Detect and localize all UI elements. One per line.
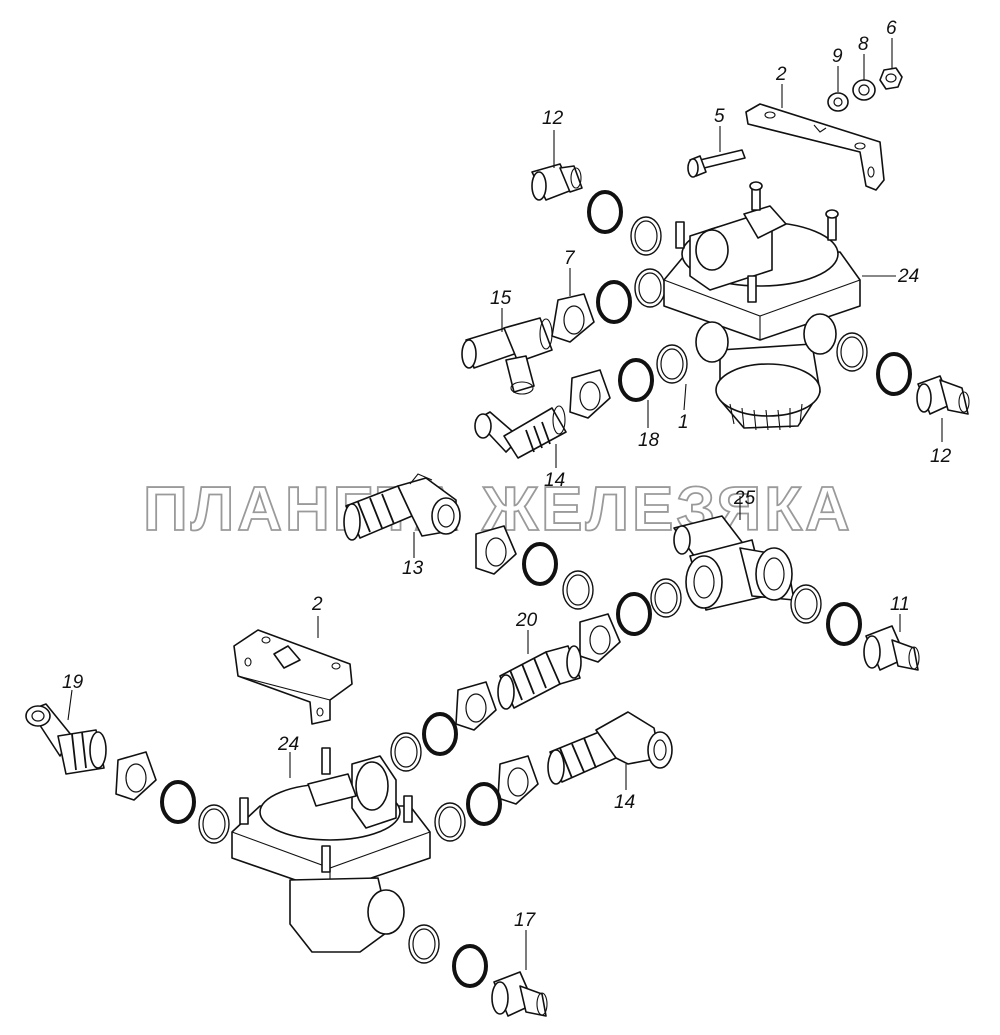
fitting-11 xyxy=(863,625,920,671)
o-ring-top-1 xyxy=(630,216,662,256)
o-ring-tee-right xyxy=(790,584,822,624)
callout-1: 1 xyxy=(678,412,689,433)
callout-14-bottom: 14 xyxy=(614,792,635,813)
nipple-20 xyxy=(497,645,582,710)
valve-24-bottom xyxy=(231,747,431,953)
valve-24-top xyxy=(663,181,861,431)
o-ring-center-lower xyxy=(434,802,466,842)
elbow-fitting-14-top xyxy=(474,405,567,459)
o-ring-bottom-left xyxy=(198,804,230,844)
seal-ring-top-1 xyxy=(587,190,623,234)
bracket-bottom xyxy=(233,629,353,725)
callout-2-top: 2 xyxy=(775,64,787,85)
seal-ring-middle xyxy=(522,542,558,586)
nut-tee-left xyxy=(579,613,621,663)
bolt-5 xyxy=(687,149,746,178)
seal-ring-18 xyxy=(618,358,654,402)
callout-7: 7 xyxy=(564,248,576,269)
callout-13: 13 xyxy=(402,558,424,579)
callout-25: 25 xyxy=(733,488,756,509)
seal-ring-tee-left xyxy=(616,592,652,636)
seal-ring-top-2 xyxy=(596,280,632,324)
tee-fitting-25 xyxy=(673,515,795,611)
nut-upper-14 xyxy=(569,369,611,419)
callout-14-top: 14 xyxy=(544,470,565,491)
callout-24-bottom: 24 xyxy=(277,734,299,755)
nut-7 xyxy=(551,293,595,343)
callout-12-top: 12 xyxy=(542,108,564,129)
callout-8: 8 xyxy=(858,34,869,55)
elbow-fitting-13 xyxy=(343,473,461,541)
callout-18: 18 xyxy=(638,430,660,451)
leader-lines xyxy=(67,38,943,970)
callout-6: 6 xyxy=(886,18,897,39)
callout-9: 9 xyxy=(832,46,843,67)
callout-12-right: 12 xyxy=(930,446,952,467)
seal-ring-right-top xyxy=(876,352,912,396)
o-ring-1 xyxy=(656,344,688,384)
tee-fitting-15 xyxy=(461,317,553,395)
seal-ring-bottom xyxy=(452,944,488,988)
o-ring-right-top xyxy=(836,332,868,372)
washer-9 xyxy=(827,92,849,112)
o-ring-middle xyxy=(562,570,594,610)
fitting-12-right xyxy=(916,375,970,415)
callout-5: 5 xyxy=(714,106,725,127)
o-ring-top-2 xyxy=(634,268,666,308)
callout-15: 15 xyxy=(490,288,512,309)
callout-11: 11 xyxy=(890,594,910,615)
o-ring-bottom-1 xyxy=(408,924,440,964)
seal-ring-bottom-left xyxy=(160,780,196,824)
callout-24-top: 24 xyxy=(897,266,919,287)
washer-8 xyxy=(852,79,876,101)
fitting-12-top xyxy=(531,163,583,201)
nut-center-lower xyxy=(497,755,539,805)
o-ring-center-upper xyxy=(390,732,422,772)
callout-labels: 2 9 8 6 5 12 7 15 24 1 18 14 12 25 13 2 … xyxy=(62,18,952,931)
seal-ring-center-upper xyxy=(422,712,458,756)
nut-6 xyxy=(879,67,903,90)
nut-bottom-left xyxy=(115,751,157,801)
nut-center-upper xyxy=(455,681,497,731)
elbow-fitting-14-bottom xyxy=(547,711,673,785)
o-ring-tee-left xyxy=(650,578,682,618)
seal-ring-tee-right xyxy=(826,602,862,646)
elbow-fitting-19 xyxy=(25,703,107,775)
bracket-top xyxy=(745,103,885,191)
nut-middle xyxy=(475,525,517,575)
seal-ring-center-lower xyxy=(466,782,502,826)
callout-19: 19 xyxy=(62,672,84,693)
callout-17: 17 xyxy=(514,910,537,931)
callout-2-bottom: 2 xyxy=(311,594,323,615)
fitting-17 xyxy=(491,971,548,1017)
callout-20: 20 xyxy=(515,610,538,631)
